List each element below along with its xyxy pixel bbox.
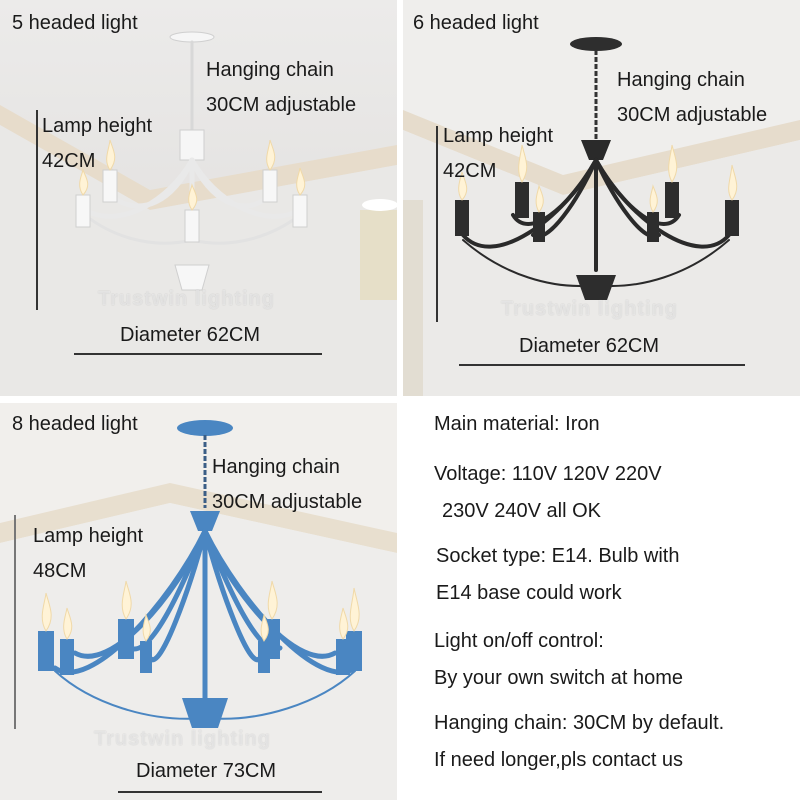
height-dimension-line — [14, 515, 16, 729]
panel-5-headed: 5 headed light Hanging chain 30CM adjust… — [0, 0, 397, 396]
chain-label-line1: Hanging chain — [617, 69, 745, 91]
watermark: Trustwin lighting — [501, 298, 678, 320]
spec-voltage-line1: Voltage: 110V 120V 220V — [434, 463, 662, 485]
spec-chain-line1: Hanging chain: 30CM by default. — [434, 712, 725, 734]
diameter-dimension-line — [118, 791, 322, 793]
chandelier-8-image — [38, 420, 362, 728]
diameter-label: Diameter 73CM — [136, 760, 277, 782]
watermark: Trustwin lighting — [98, 288, 275, 310]
height-label-line1: Lamp height — [443, 125, 554, 147]
height-label-line2: 48CM — [33, 560, 87, 582]
chandelier-6-image — [455, 37, 739, 300]
panel-6-headed: 6 headed light Hanging chain 30CM adjust… — [403, 0, 800, 396]
height-label-line1: Lamp height — [42, 115, 153, 137]
chain-label-line1: Hanging chain — [212, 456, 340, 478]
spec-chain-line2: If need longer,pls contact us — [434, 749, 684, 771]
chain-label-line2: 30CM adjustable — [206, 94, 357, 116]
room-background — [403, 0, 800, 396]
room-background — [0, 403, 397, 800]
height-dimension-line — [436, 126, 438, 322]
chain-label-line2: 30CM adjustable — [212, 491, 363, 513]
spec-material: Main material: Iron — [434, 413, 600, 435]
diameter-dimension-line — [74, 353, 322, 355]
spec-socket-line2: E14 base could work — [436, 582, 622, 604]
height-label-line2: 42CM — [443, 160, 497, 182]
watermark: Trustwin lighting — [94, 728, 271, 750]
diameter-label: Diameter 62CM — [120, 324, 261, 346]
chain-label-line2: 30CM adjustable — [617, 104, 768, 126]
panel-8-headed: 8 headed light Hanging chain 30CM adjust… — [0, 403, 397, 800]
diameter-label: Diameter 62CM — [519, 335, 660, 357]
panel-title: 5 headed light — [12, 12, 138, 34]
spec-control-line2: By your own switch at home — [434, 667, 683, 689]
spec-control-line1: Light on/off control: — [434, 630, 604, 652]
height-label-line1: Lamp height — [33, 525, 144, 547]
spec-socket-line1: Socket type: E14. Bulb with — [436, 545, 680, 567]
panel-title: 6 headed light — [413, 12, 539, 34]
diameter-dimension-line — [459, 364, 745, 366]
height-label-line2: 42CM — [42, 150, 96, 172]
height-dimension-line — [36, 110, 38, 310]
panel-title: 8 headed light — [12, 413, 138, 435]
chain-label-line1: Hanging chain — [206, 59, 334, 81]
room-background — [0, 0, 397, 396]
spec-voltage-line2: 230V 240V all OK — [442, 500, 601, 522]
chandelier-5-image — [75, 31, 308, 291]
